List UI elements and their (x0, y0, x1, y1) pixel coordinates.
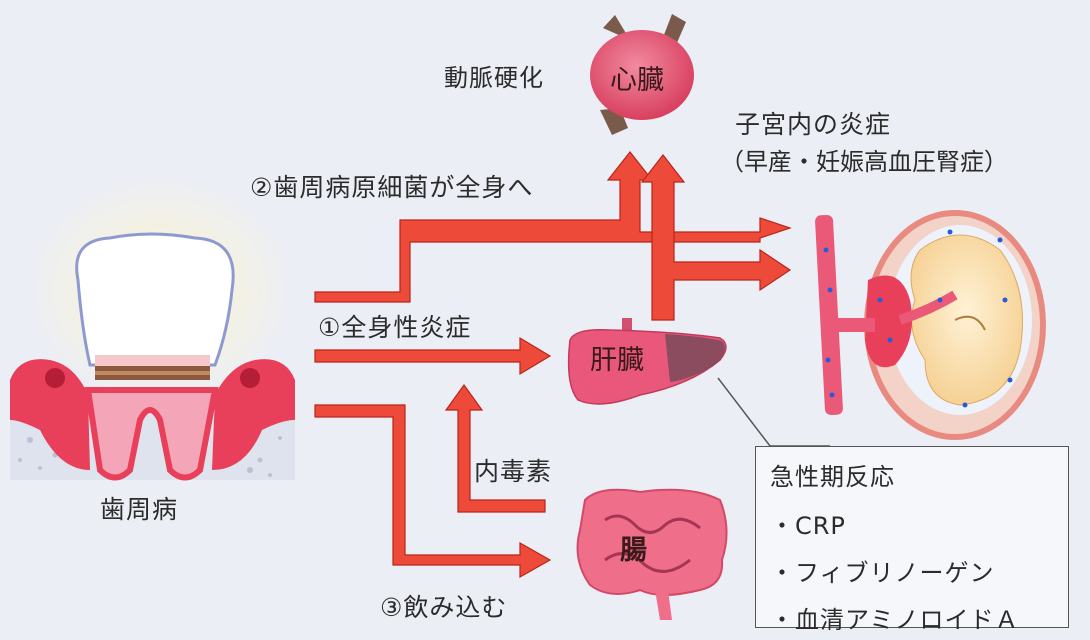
pathway-3-arrow (314, 404, 552, 579)
uterine-detail-label: （早産・妊娠高血圧腎症） (720, 148, 1008, 176)
acute-phase-callout: 急性期反応 ・CRP ・フィブリノーゲン ・血清アミノロイドＡ (755, 446, 1069, 634)
heart-illustration (590, 14, 694, 135)
heart-label: 心臓 (610, 65, 664, 96)
tooth-illustration (10, 175, 295, 481)
arrows (314, 151, 792, 579)
arteriosclerosis-label: 動脈硬化 (444, 64, 544, 92)
callout-title: 急性期反応 (770, 463, 895, 491)
periodontitis-label: 歯周病 (100, 495, 179, 524)
uterine-inflammation-label: 子宮内の炎症 (735, 110, 892, 139)
intestine-label: 腸 (620, 535, 647, 566)
endotoxin-label: 内毒素 (474, 457, 553, 486)
callout-item-serum-amyloid-a: ・血清アミノロイドＡ (770, 606, 1020, 634)
pathway-3-label: ③飲み込む (380, 593, 508, 622)
uterus-illustration (815, 210, 1046, 440)
callout-pointer (717, 377, 830, 447)
liver-label: 肝臓 (590, 345, 644, 376)
intestine-illustration (576, 488, 728, 620)
liver-illustration (567, 318, 727, 405)
pathway-1-label: ①全身性炎症 (318, 313, 472, 342)
callout-item-fibrinogen: ・フィブリノーゲン (770, 559, 995, 587)
pathway-2-arrow (314, 151, 792, 303)
pathway-1-arrow (314, 336, 552, 376)
endotoxin-arrow (444, 383, 546, 513)
liver-to-heart-arrow (640, 154, 792, 321)
callout-item-crp: ・CRP (770, 512, 846, 540)
pathway-2-label: ②歯周病原細菌が全身へ (250, 173, 534, 202)
